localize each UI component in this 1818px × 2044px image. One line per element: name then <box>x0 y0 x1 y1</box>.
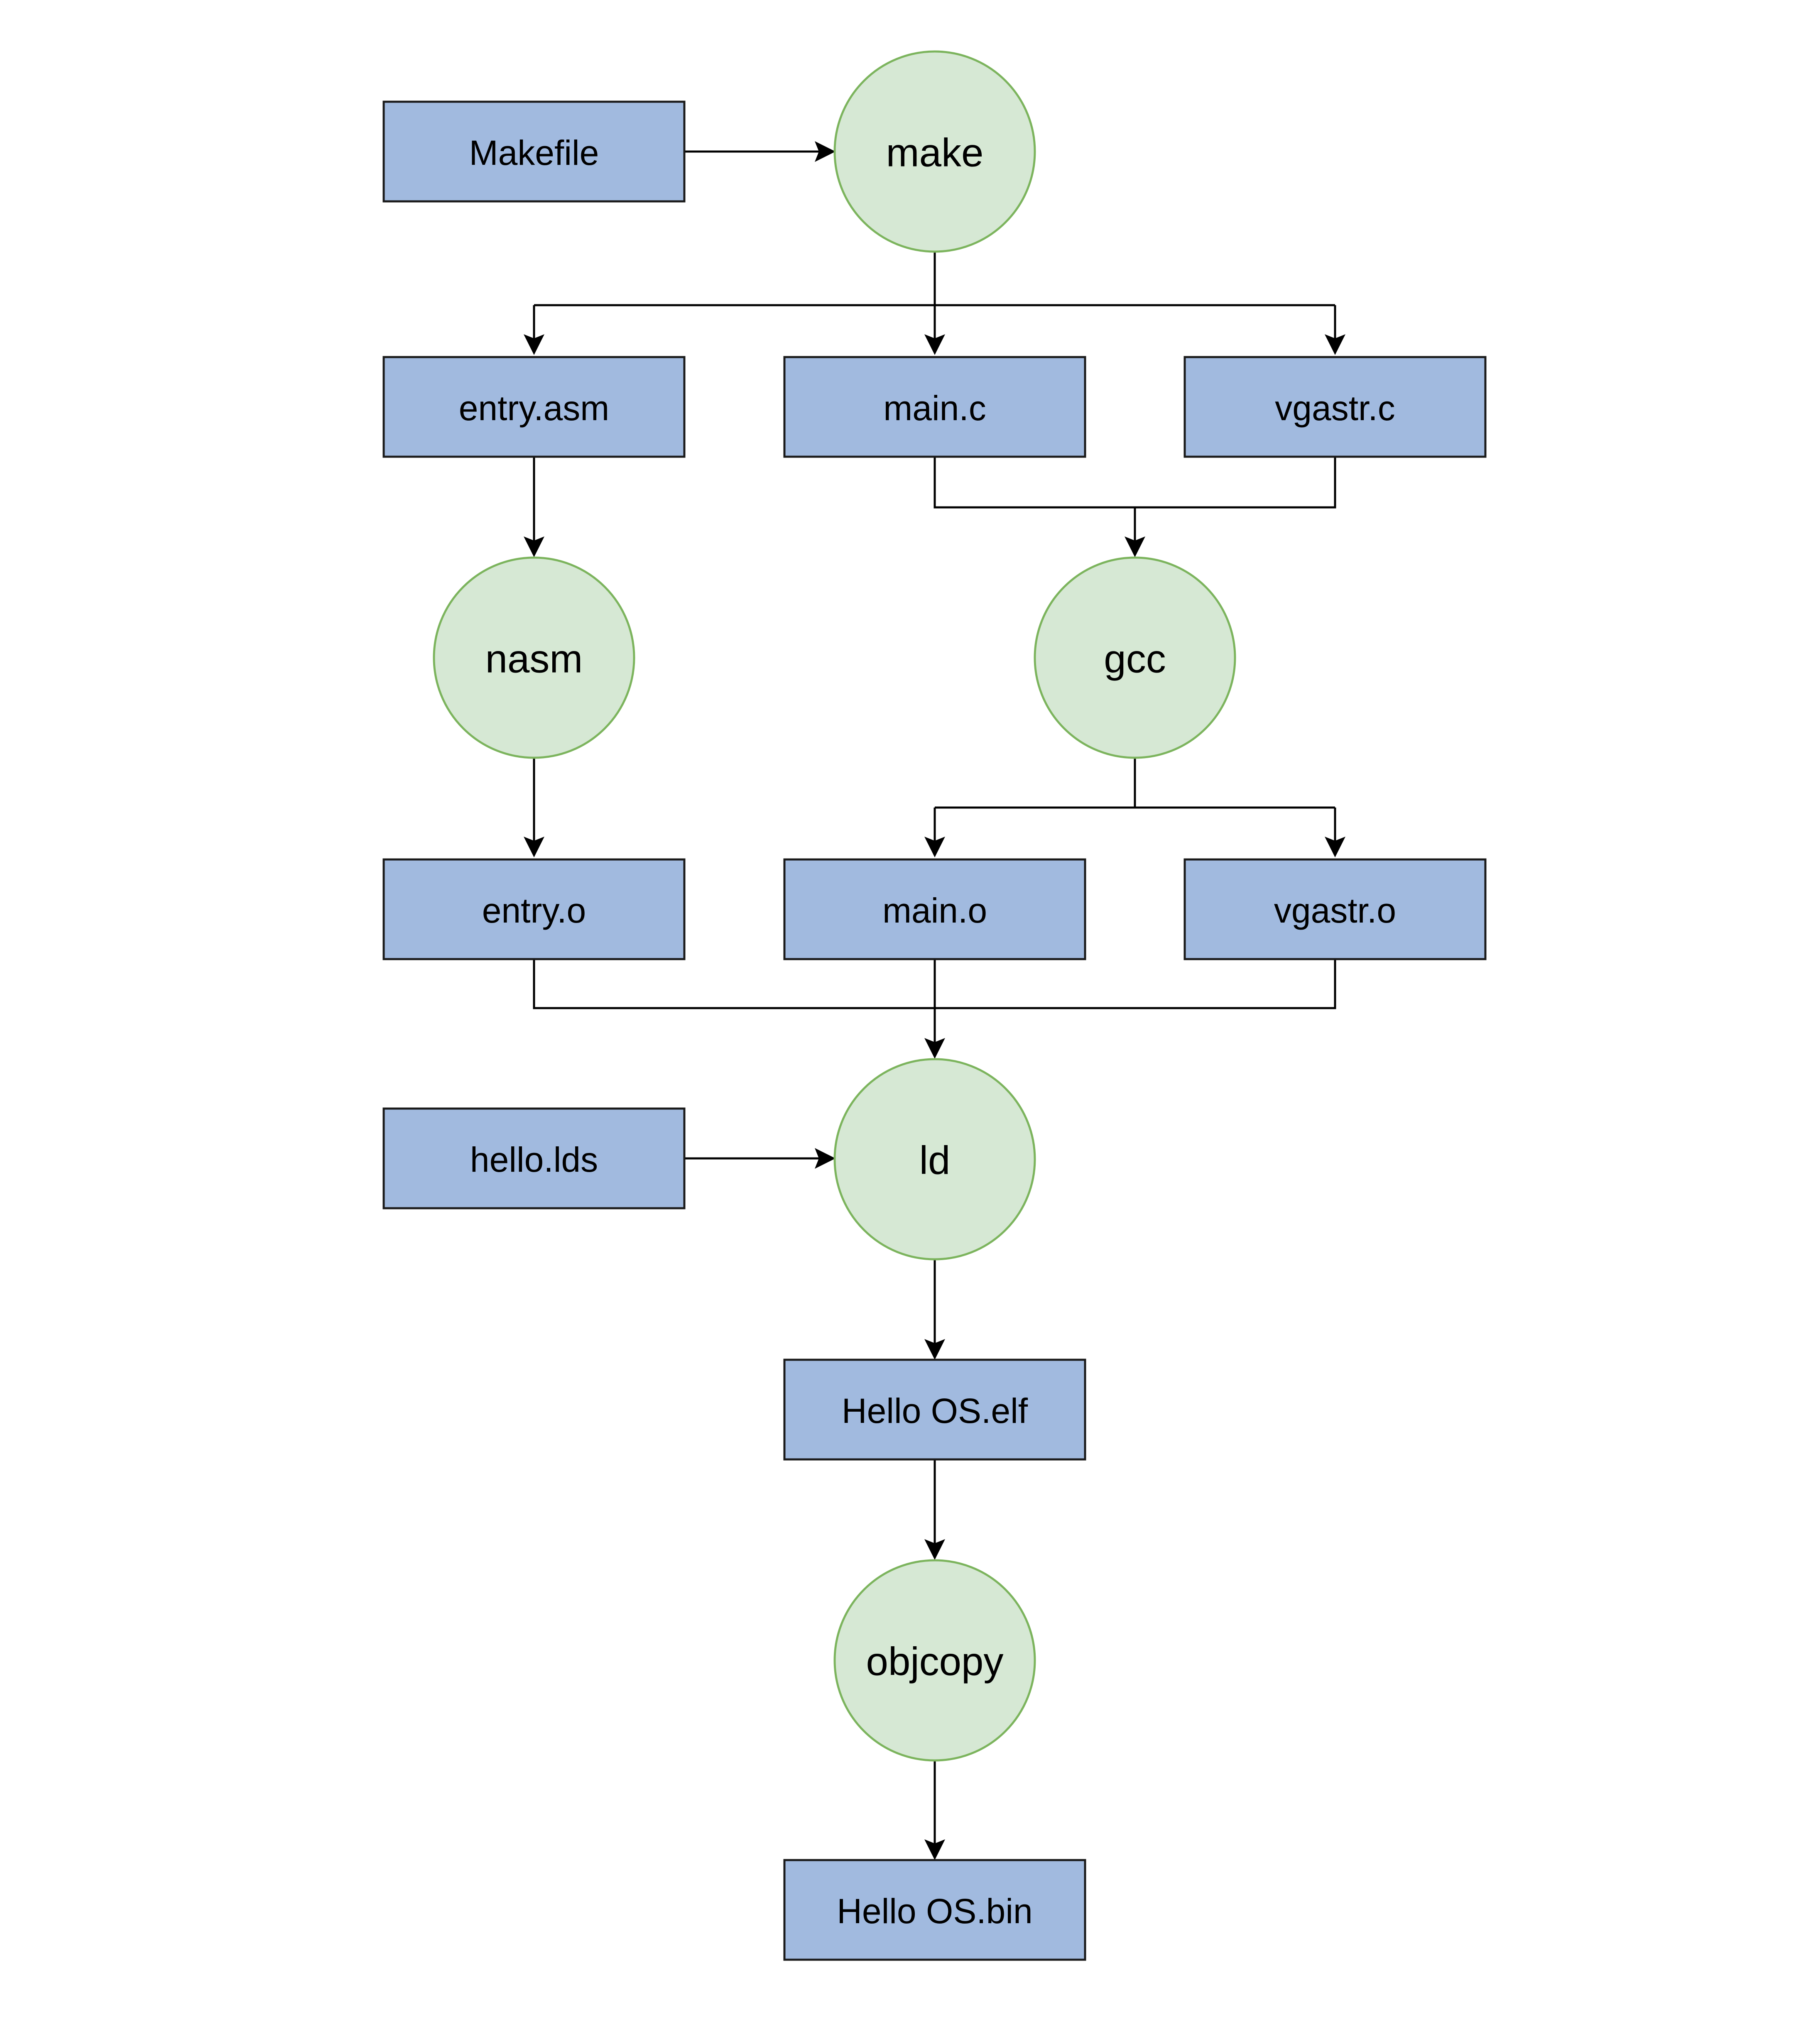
node-vgastr-c-label: vgastr.c <box>1275 389 1395 428</box>
node-hello-os-bin-label: Hello OS.bin <box>837 1892 1033 1931</box>
node-main-c: main.c <box>783 356 1086 458</box>
node-ld: ld <box>833 1058 1036 1261</box>
arrowhead-elf <box>924 1339 945 1360</box>
node-main-c-label: main.c <box>883 389 986 428</box>
node-vgastr-o-label: vgastr.o <box>1274 891 1396 930</box>
arrowhead-bin <box>924 1839 945 1860</box>
node-nasm: nasm <box>433 556 635 759</box>
edge-make-to-sources <box>533 252 1336 338</box>
arrowhead-vgastr-o <box>1325 837 1345 857</box>
node-vgastr-o: vgastr.o <box>1183 858 1487 960</box>
arrowhead-main-c <box>924 334 945 355</box>
node-objcopy-label: objcopy <box>866 1640 1004 1684</box>
arrowhead-ld <box>924 1038 945 1059</box>
arrowhead-entry-asm <box>524 334 544 355</box>
node-entry-asm-label: entry.asm <box>459 389 610 428</box>
node-hello-os-bin: Hello OS.bin <box>783 1859 1086 1961</box>
edge-c-sources-to-gcc <box>934 457 1336 541</box>
node-vgastr-c: vgastr.c <box>1183 356 1487 458</box>
tool-nodes: make nasm gcc ld objcopy <box>433 50 1236 1762</box>
node-entry-asm: entry.asm <box>382 356 686 458</box>
node-makefile: Makefile <box>382 100 686 203</box>
node-ld-label: ld <box>919 1138 951 1183</box>
node-main-o-label: main.o <box>882 891 987 930</box>
file-nodes: Makefile entry.asm main.c vgastr.c entry… <box>382 100 1487 1961</box>
arrowhead-objcopy <box>924 1539 945 1560</box>
node-hello-os-elf: Hello OS.elf <box>783 1359 1086 1461</box>
node-make-label: make <box>886 131 984 175</box>
node-gcc-label: gcc <box>1104 637 1166 681</box>
edges <box>524 141 1345 1860</box>
node-entry-o: entry.o <box>382 858 686 960</box>
node-gcc: gcc <box>1034 556 1236 759</box>
arrowhead-entry-o <box>524 837 544 857</box>
arrowhead-vgastr-c <box>1325 334 1345 355</box>
arrowhead-main-o <box>924 837 945 857</box>
edge-gcc-to-objects <box>934 758 1336 841</box>
node-hello-lds-label: hello.lds <box>470 1140 598 1179</box>
node-hello-lds: hello.lds <box>382 1107 686 1209</box>
node-entry-o-label: entry.o <box>482 891 586 930</box>
arrowhead-ld-from-lds <box>815 1148 835 1169</box>
node-makefile-label: Makefile <box>469 133 599 172</box>
arrowhead-make <box>815 141 835 162</box>
node-objcopy: objcopy <box>833 1559 1036 1762</box>
node-make: make <box>833 50 1036 253</box>
arrowhead-gcc <box>1125 536 1145 557</box>
node-nasm-label: nasm <box>485 637 583 681</box>
edge-objects-to-ld <box>533 959 1336 1042</box>
node-hello-os-elf-label: Hello OS.elf <box>842 1391 1028 1430</box>
arrowhead-nasm <box>524 536 544 557</box>
node-main-o: main.o <box>783 858 1086 960</box>
